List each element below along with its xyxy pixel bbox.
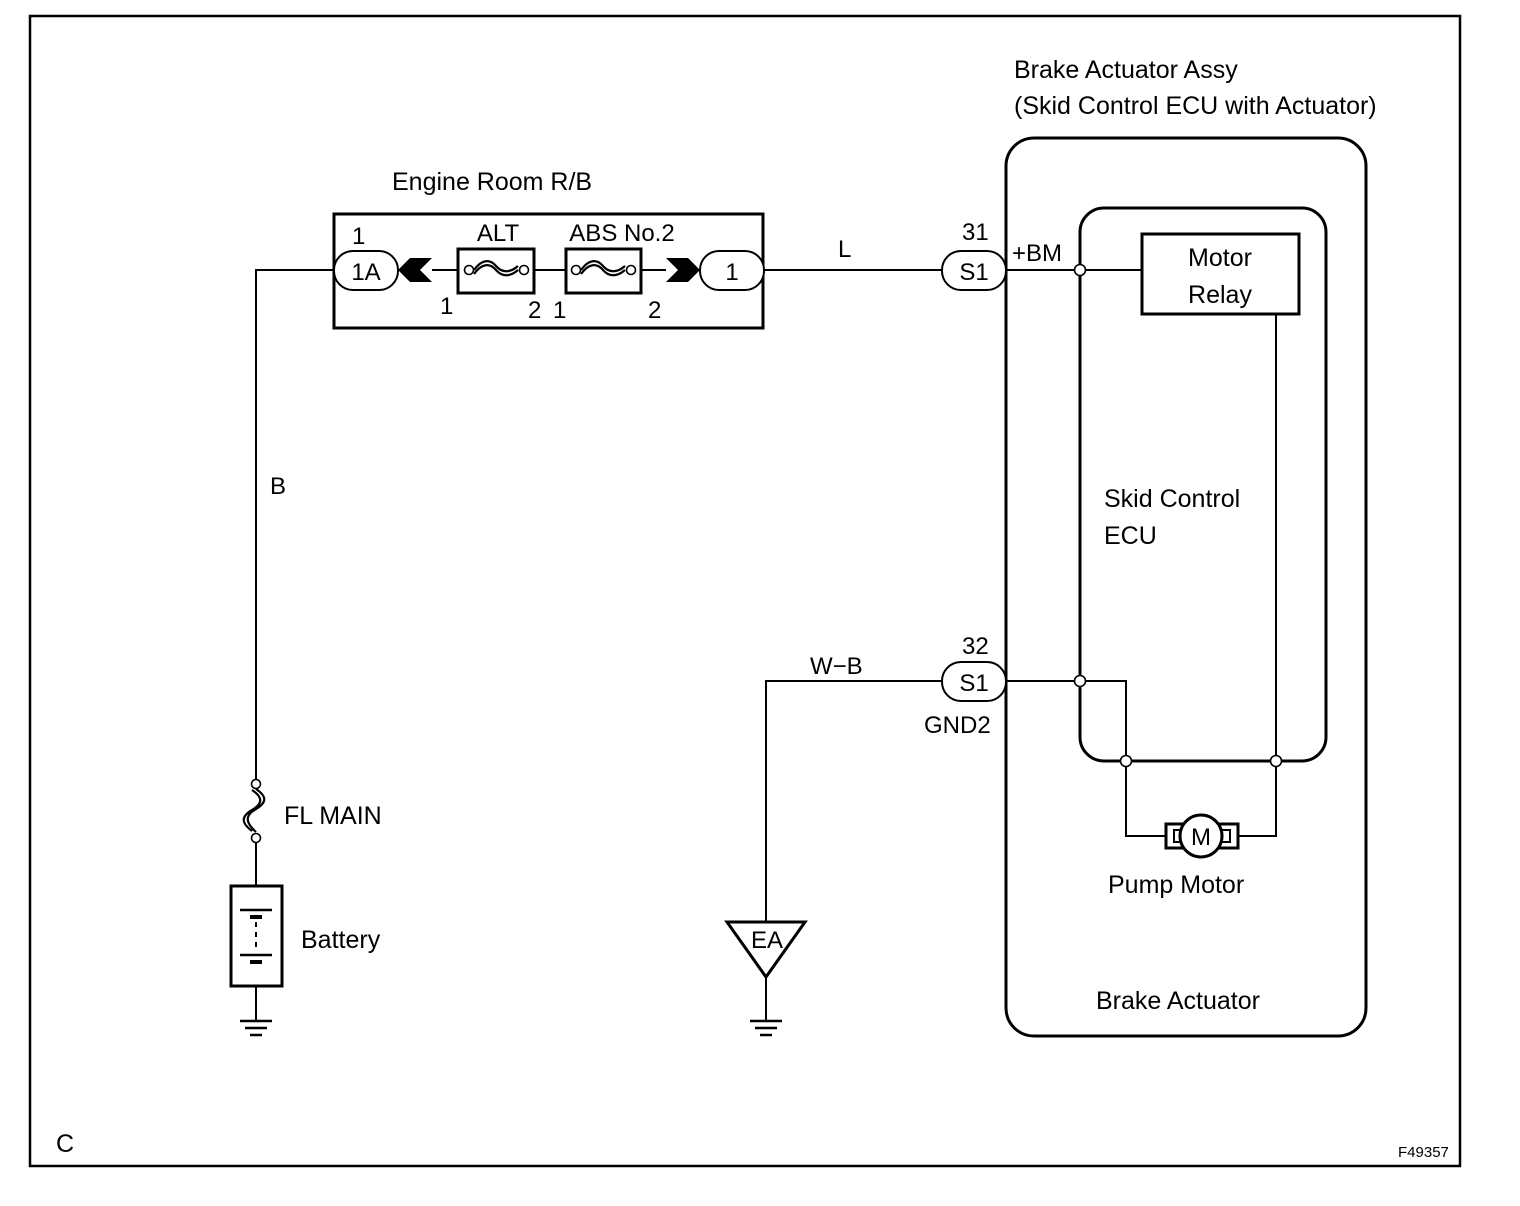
- figure-code: C: [56, 1130, 74, 1158]
- connector-s1-pin32: S1: [941, 661, 1007, 702]
- pump-motor-symbol: M: [1191, 824, 1211, 851]
- wires: [255, 269, 1277, 1020]
- connector-s1-bottom-terminal: GND2: [924, 712, 991, 739]
- connector-rb-1-name: 1: [725, 259, 738, 286]
- figure-id: F49357: [1398, 1144, 1449, 1161]
- fuse-abs-no2-icon: [564, 247, 643, 295]
- junction-dot: [1073, 263, 1087, 277]
- fuse-abs-no2-pin-a: 1: [553, 297, 566, 324]
- diagram-frame: [28, 14, 1462, 1168]
- junction-dot: [1119, 754, 1133, 768]
- wire-w-b: [765, 680, 942, 924]
- wire-label-w-b: W−B: [810, 653, 863, 680]
- connector-s1-top-terminal: +BM: [1012, 240, 1062, 267]
- ecu-label-line1: Skid Control: [1104, 485, 1240, 513]
- ground-icon: [750, 1019, 782, 1037]
- connector-s1-bottom-name: S1: [959, 670, 988, 697]
- connector-1a: 1A: [333, 250, 399, 291]
- ecu-label-line2: ECU: [1104, 522, 1157, 550]
- fusible-link-icon: [242, 778, 266, 844]
- fuse-alt-pin-b: 2: [528, 297, 541, 324]
- wire-relay-to-motor: [1238, 314, 1277, 837]
- fuse-abs-no2-pin-b: 2: [648, 297, 661, 324]
- wire-label-l: L: [838, 236, 851, 263]
- connector-s1-top-pin: 31: [962, 219, 989, 246]
- pump-motor-label: Pump Motor: [1108, 871, 1244, 899]
- pump-motor-icon: M: [1164, 813, 1240, 859]
- battery-label: Battery: [301, 926, 381, 954]
- connector-s1-bottom-pin: 32: [962, 633, 989, 660]
- ground-point-ea-label: EA: [751, 927, 783, 954]
- battery-icon: [229, 884, 284, 988]
- wire-b: [255, 269, 336, 782]
- connector-1a-pin: 1: [352, 223, 365, 250]
- skid-control-ecu-box: [1078, 206, 1328, 763]
- motor-relay-line2: Relay: [1188, 281, 1252, 309]
- connector-rb-1: 1: [699, 250, 765, 291]
- motor-relay: Motor Relay: [1140, 232, 1301, 316]
- relay-block-title: Engine Room R/B: [392, 168, 592, 196]
- wire-gnd2-internal: [1006, 680, 1166, 837]
- connector-arrow-right-icon: [666, 258, 700, 282]
- junction-dot: [1073, 674, 1087, 688]
- connector-1a-name: 1A: [351, 259, 380, 286]
- assembly-title-line2: (Skid Control ECU with Actuator): [1014, 92, 1377, 120]
- ground-icon: [240, 1019, 272, 1037]
- assembly-title-line1: Brake Actuator Assy: [1014, 56, 1238, 84]
- brake-actuator-assy-box: [1004, 136, 1368, 1038]
- fuse-alt-icon: [456, 247, 536, 295]
- junction-dot: [1269, 754, 1283, 768]
- connector-s1-pin31: S1: [941, 250, 1007, 291]
- brake-actuator-label: Brake Actuator: [1096, 987, 1260, 1015]
- fuse-abs-no2-name: ABS No.2: [569, 220, 674, 247]
- motor-relay-line1: Motor: [1188, 244, 1252, 272]
- ground-point-ea-icon: [724, 920, 808, 980]
- fl-main-label: FL MAIN: [284, 802, 382, 830]
- fuse-alt-name: ALT: [477, 220, 520, 247]
- fuse-alt-pin-a: 1: [440, 293, 453, 320]
- connector-arrow-left-icon: [398, 258, 432, 282]
- wire-label-b: B: [270, 473, 286, 500]
- connector-s1-top-name: S1: [959, 259, 988, 286]
